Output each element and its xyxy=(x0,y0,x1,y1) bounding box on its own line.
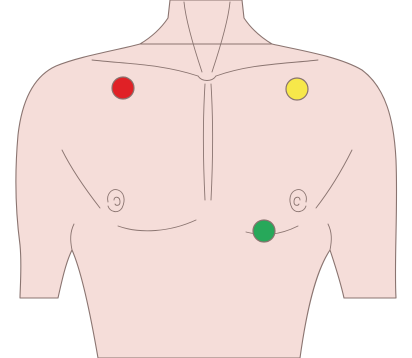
electrode-red[interactable] xyxy=(112,77,134,99)
electrode-yellow[interactable] xyxy=(286,78,308,100)
neck xyxy=(140,0,272,44)
electrode-green[interactable] xyxy=(253,220,275,242)
torso-outline xyxy=(16,44,397,358)
